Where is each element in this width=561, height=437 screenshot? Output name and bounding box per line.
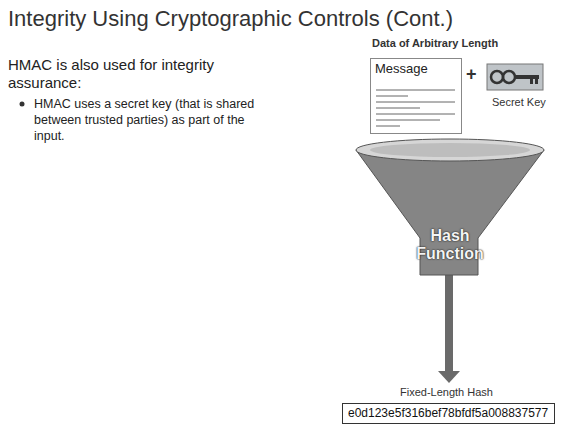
intro-text: HMAC is also used for integrity assuranc… (8, 56, 278, 92)
message-document: Message (370, 58, 462, 134)
key-icon (487, 64, 543, 90)
node-text: Message (375, 61, 457, 76)
document-lines (376, 90, 455, 126)
hash-function-label: Hash Function (395, 222, 505, 270)
bullet-text: HMAC uses a secret key (that is shared b… (34, 96, 274, 144)
funnel (356, 139, 544, 275)
slide-title: Integrity Using Cryptographic Controls (… (8, 6, 453, 32)
key-caption: Secret Key (492, 96, 546, 108)
output-caption: Fixed-Length Hash (400, 386, 493, 398)
bullet-dot (20, 102, 25, 107)
input-caption: Data of Arbitrary Length (372, 37, 498, 49)
flow-arrow (438, 270, 460, 383)
hash-value-box: e0d123e5f316bef78bfdf5a008837577 (342, 403, 555, 424)
node-text: e0d123e5f316bef78bfdf5a008837577 (348, 406, 549, 421)
plus-sign: + (466, 64, 477, 85)
node-text: Hash Function (395, 227, 505, 263)
